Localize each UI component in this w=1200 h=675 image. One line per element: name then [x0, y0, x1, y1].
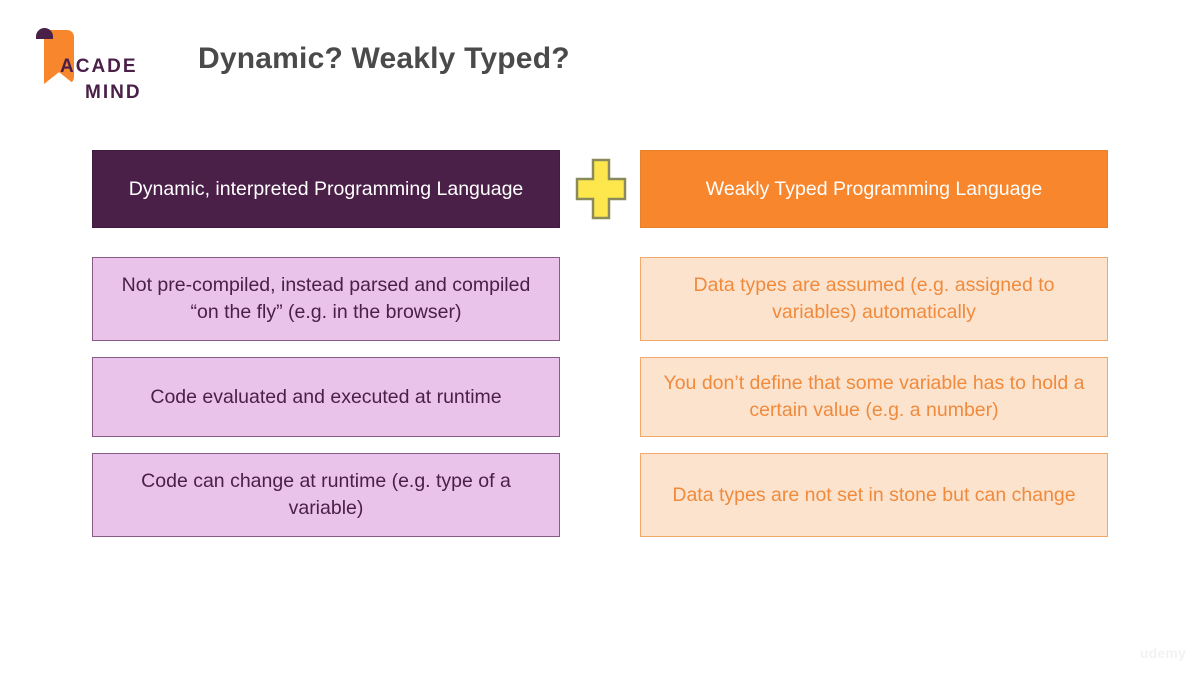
brand-logo: ACADE MIND — [24, 22, 184, 103]
plus-icon-svg — [575, 158, 627, 220]
column-dynamic: Dynamic, interpreted Programming Languag… — [92, 150, 560, 537]
udemy-watermark: udemy — [1139, 645, 1186, 661]
plus-icon — [575, 158, 627, 220]
list-item: Data types are not set in stone but can … — [640, 453, 1108, 537]
column-left-heading: Dynamic, interpreted Programming Languag… — [92, 150, 560, 228]
column-right-heading: Weakly Typed Programming Language — [640, 150, 1108, 228]
list-item: Code evaluated and executed at runtime — [92, 357, 560, 437]
bookmark-flag-icon — [36, 24, 74, 84]
list-item: Code can change at runtime (e.g. type of… — [92, 453, 560, 537]
brand-name: ACADE MIND — [60, 54, 142, 106]
logo-notch-shape — [36, 28, 53, 39]
page-title: Dynamic? Weakly Typed? — [198, 42, 570, 75]
list-item: Not pre-compiled, instead parsed and com… — [92, 257, 560, 341]
brand-name-line1: ACADE — [60, 56, 138, 77]
brand-name-line2: MIND — [85, 82, 142, 103]
column-weakly-typed: Weakly Typed Programming Language Data t… — [640, 150, 1108, 537]
list-item: Data types are assumed (e.g. assigned to… — [640, 257, 1108, 341]
list-item: You don’t define that some variable has … — [640, 357, 1108, 437]
